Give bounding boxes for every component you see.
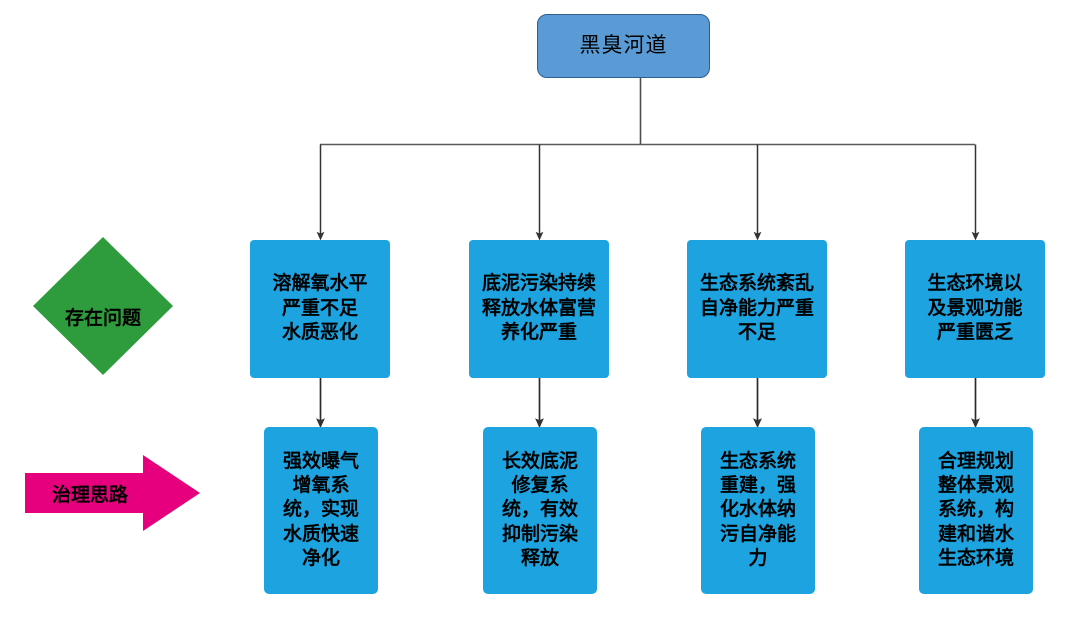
solution-box-3[interactable]: 生态系统重建，强化水体纳污自净能力	[701, 427, 815, 594]
problem-box-4[interactable]: 生态环境以及景观功能严重匮乏	[905, 240, 1045, 378]
row-label-problems[interactable]: 存在问题	[33, 237, 173, 375]
solution-box-3-label: 生态系统重建，强化水体纳污自净能力	[719, 451, 796, 569]
green-diamond-shape	[33, 237, 173, 375]
problem-box-3-label: 生态系统紊乱自净能力严重不足	[699, 272, 814, 344]
solution-box-1[interactable]: 强效曝气增氧系统，实现水质快速净化	[264, 427, 378, 594]
root-node-black-odorous-river[interactable]: 黑臭河道	[537, 14, 710, 78]
problem-box-2-label: 底泥污染持续释放水体富营养化严重	[481, 272, 596, 344]
problem-box-1-label: 溶解氧水平严重不足水质恶化	[272, 272, 368, 344]
problem-box-2[interactable]: 底泥污染持续释放水体富营养化严重	[469, 240, 609, 378]
row-label-problems-text: 存在问题	[64, 307, 141, 329]
row-label-solutions[interactable]: 治理思路	[25, 455, 200, 531]
problem-box-4-label: 生态环境以及景观功能严重匮乏	[927, 272, 1023, 344]
solution-box-2-label: 长效底泥修复系统，有效抑制污染释放	[501, 451, 578, 569]
pink-arrow-shape	[25, 455, 200, 531]
root-node-label: 黑臭河道	[579, 34, 668, 58]
solution-box-4-label: 合理规划整体景观系统，构建和谐水生态环境	[937, 451, 1014, 569]
problem-box-3[interactable]: 生态系统紊乱自净能力严重不足	[687, 240, 827, 378]
solution-box-4[interactable]: 合理规划整体景观系统，构建和谐水生态环境	[919, 427, 1033, 594]
row-label-solutions-text: 治理思路	[51, 484, 128, 506]
solution-box-1-label: 强效曝气增氧系统，实现水质快速净化	[282, 451, 359, 569]
solution-box-2[interactable]: 长效底泥修复系统，有效抑制污染释放	[483, 427, 597, 594]
problem-box-1[interactable]: 溶解氧水平严重不足水质恶化	[250, 240, 390, 378]
